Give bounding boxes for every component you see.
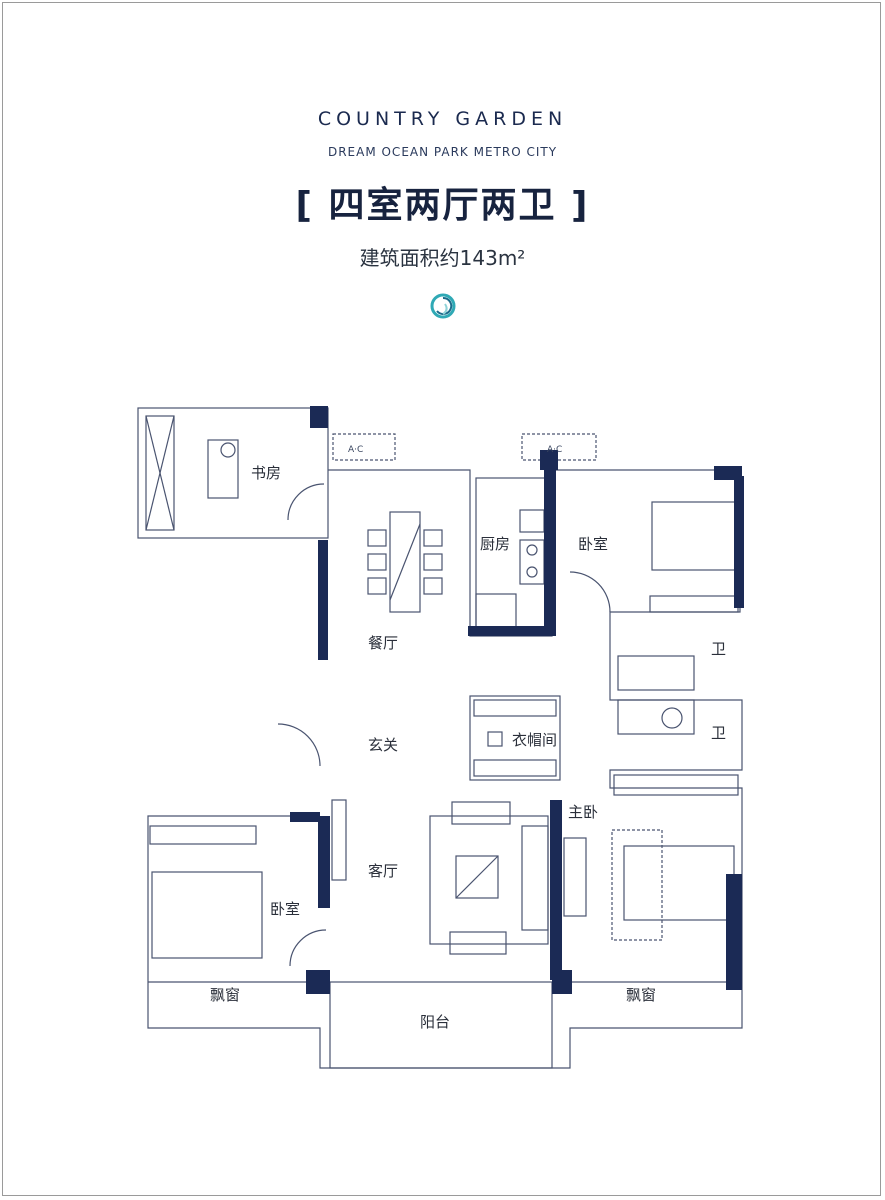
brand-name: COUNTRY GARDEN [317, 108, 568, 130]
coffee-table-icon [455, 855, 499, 899]
brand-swirl-icon [430, 293, 456, 319]
room-bath-2: 卫 [711, 724, 726, 742]
bed-master-icon [623, 845, 735, 921]
wardrobe-south [149, 825, 257, 845]
room-kitchen: 厨房 [480, 535, 510, 553]
bedroom-north-door [569, 571, 611, 613]
rug-outline [611, 829, 663, 941]
tv-console-icon [449, 931, 507, 955]
balcony-outline [329, 981, 553, 1069]
bath2-fixtures [617, 699, 695, 735]
bed-south-icon [151, 871, 263, 959]
ac-label-left: A·C [348, 445, 363, 455]
ac-unit-right [521, 433, 597, 461]
study-outline [137, 407, 329, 539]
wardrobe-master [613, 774, 739, 796]
room-bath-1: 卫 [711, 640, 726, 658]
room-closet: 衣帽间 [512, 731, 557, 749]
room-bay-window-left: 飘窗 [210, 986, 240, 1004]
bed-north-icon [651, 501, 737, 571]
desk-icon [207, 439, 239, 499]
wardrobe-north [649, 595, 739, 613]
project-name: DREAM OCEAN PARK METRO CITY [327, 145, 558, 159]
structural-walls [290, 406, 744, 994]
room-bay-window-right: 飘窗 [626, 986, 656, 1004]
ac-unit-left [332, 433, 396, 461]
ac-label-right: A·C [547, 445, 562, 455]
desk-master [563, 837, 587, 917]
closet-outline [469, 695, 561, 781]
study-window [145, 415, 175, 531]
entrance-door [277, 723, 321, 767]
room-bedroom-south: 卧室 [270, 900, 300, 918]
bath1-fixtures [617, 655, 695, 691]
toilet-icon [661, 707, 683, 729]
closet-stool-icon [487, 731, 503, 747]
living-rug [429, 815, 549, 945]
bedroom-south-door [289, 929, 327, 967]
fridge-icon [475, 593, 517, 631]
apartment-outline [147, 469, 743, 1069]
room-master: 主卧 [568, 803, 598, 821]
room-balcony: 阳台 [420, 1013, 450, 1031]
room-dining: 餐厅 [368, 634, 398, 652]
sofa-icon [521, 825, 549, 931]
room-bedroom-north: 卧室 [578, 535, 608, 553]
area-label: 建筑面积约143m² [359, 246, 526, 270]
study-door [287, 483, 325, 521]
chair-icon [220, 442, 236, 458]
layout-title: [ 四室两厅两卫 ] [295, 185, 590, 226]
room-study: 书房 [251, 464, 281, 482]
armchairs-icon [451, 801, 511, 825]
dining-table-icon [389, 511, 421, 613]
shoe-cabinet [331, 799, 347, 881]
room-foyer: 玄关 [368, 736, 398, 754]
room-living: 客厅 [368, 862, 398, 880]
